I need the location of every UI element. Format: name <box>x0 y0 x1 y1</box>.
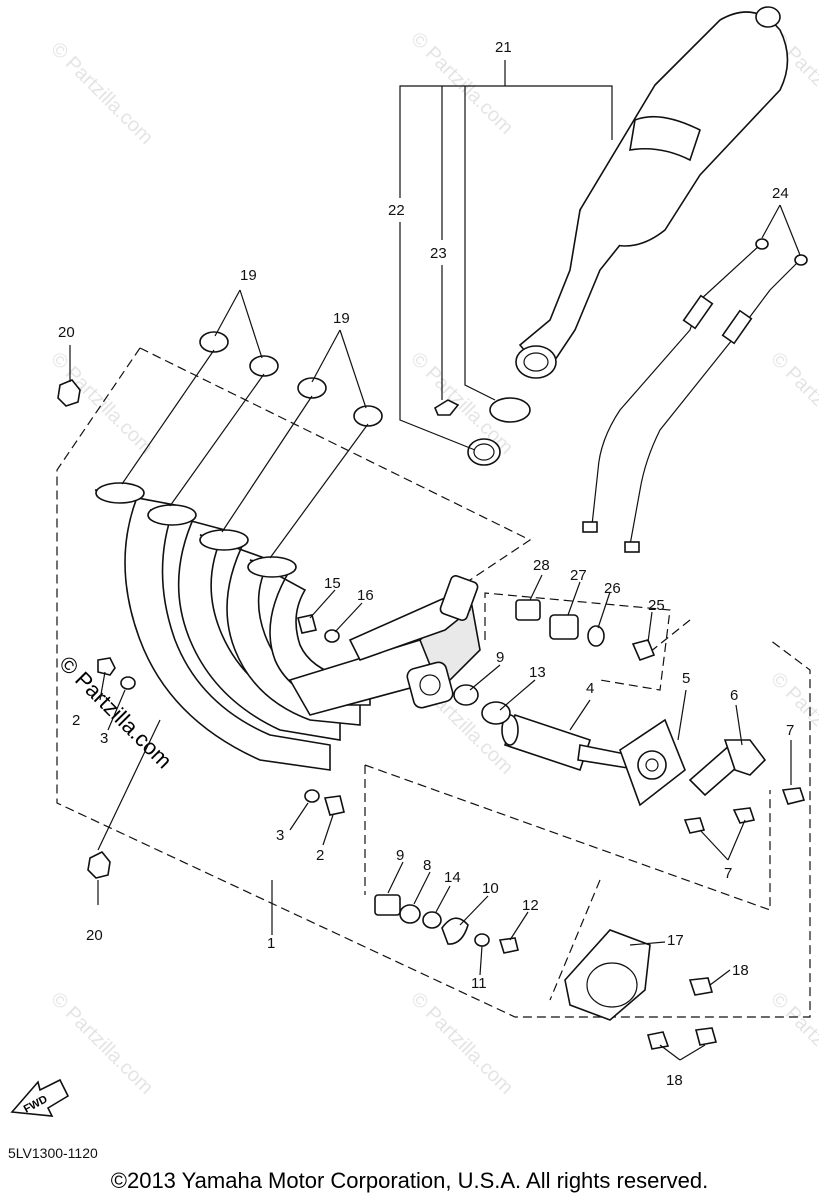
callout-15: 15 <box>324 575 341 592</box>
callout-26: 26 <box>604 580 621 597</box>
callout-25: 25 <box>648 597 665 614</box>
muffler-clamp <box>433 397 531 466</box>
muffler <box>515 6 789 379</box>
callout-18a: 18 <box>732 962 749 979</box>
callout-3b: 3 <box>276 827 284 844</box>
watermark: © Partzilla.com <box>46 988 157 1099</box>
callout-1: 1 <box>267 935 275 952</box>
callout-11: 11 <box>471 975 487 992</box>
callout-19b: 19 <box>333 310 350 327</box>
callout-3a: 3 <box>100 730 108 747</box>
callout-16: 16 <box>357 587 374 604</box>
callout-27: 27 <box>570 567 587 584</box>
callout-24: 24 <box>772 185 789 202</box>
callout-8: 8 <box>423 857 431 874</box>
copyright-notice: ©2013 Yamaha Motor Corporation, U.S.A. A… <box>110 1168 709 1193</box>
fwd-arrow-icon: FWD <box>10 1078 70 1117</box>
callout-7b: 7 <box>724 865 732 882</box>
callout-13: 13 <box>529 664 546 681</box>
callout-9b: 9 <box>396 847 404 864</box>
assembly-outline-2 <box>364 619 771 1001</box>
callout-9a: 9 <box>496 649 504 666</box>
callout-23: 23 <box>430 245 447 262</box>
exhaust-valve-shaft <box>453 684 631 772</box>
callout-4: 4 <box>586 680 594 697</box>
callout-19a: 19 <box>240 267 257 284</box>
callout-2a: 2 <box>72 712 80 729</box>
callout-18b: 18 <box>666 1072 683 1089</box>
callout-20b: 20 <box>86 927 103 944</box>
callout-2b: 2 <box>316 847 324 864</box>
washers-spacers <box>120 599 605 947</box>
watermark: © Partzilla.com <box>406 988 517 1099</box>
leader-lines <box>69 60 801 1061</box>
callout-21: 21 <box>495 39 512 56</box>
watermark: © Partzilla.com <box>766 988 819 1099</box>
callout-20a: 20 <box>58 324 75 341</box>
callout-7a: 7 <box>786 722 794 739</box>
drawing-code: 5LV1300-1120 <box>8 1145 98 1161</box>
watermark: © Partzilla.com <box>46 38 157 149</box>
callout-5: 5 <box>682 670 690 687</box>
exhaust-headers <box>94 482 481 771</box>
bolts <box>57 379 806 1050</box>
callout-28: 28 <box>533 557 550 574</box>
callout-10: 10 <box>482 880 499 897</box>
callout-17: 17 <box>667 932 684 949</box>
exhaust-gaskets <box>199 331 383 427</box>
watermark: © Partzilla.com <box>766 348 819 459</box>
valve-pulley <box>619 718 767 807</box>
cables <box>582 238 808 553</box>
assembly-outline-1 <box>56 347 811 1018</box>
callout-22: 22 <box>388 202 405 219</box>
callout-6: 6 <box>730 687 738 704</box>
pulley-cover <box>564 929 651 1021</box>
callout-14: 14 <box>444 869 461 886</box>
callout-12: 12 <box>522 897 539 914</box>
callout-labels: 21 22 23 24 19 19 20 20 28 27 26 25 15 1… <box>58 39 794 1089</box>
